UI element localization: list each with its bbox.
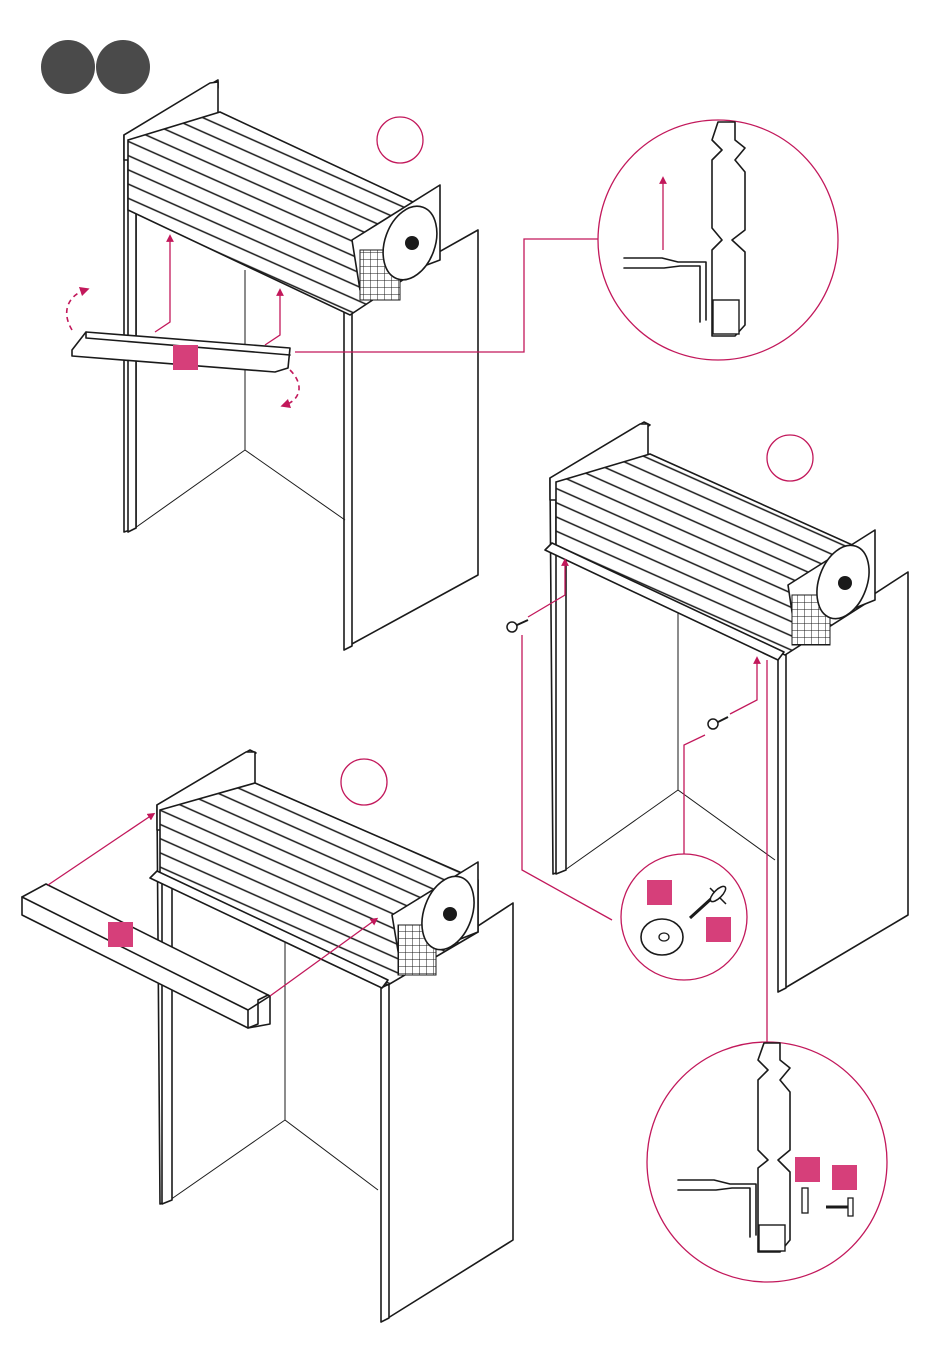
detail-a-rail-slot (713, 300, 739, 334)
cabinet-a-back-edge (245, 270, 345, 520)
marker-washer (647, 880, 672, 905)
step-badge-group (41, 40, 150, 94)
insert-arrow-a1 (155, 238, 170, 332)
cabinet-step-c (150, 750, 513, 1322)
marker-small-screw (832, 1165, 857, 1190)
cabinet-b-right-edge (778, 651, 786, 992)
cabinet-c-right-edge (381, 984, 389, 1322)
insert-arrow-a2 (265, 292, 280, 345)
rotate-arrow-right (285, 370, 299, 405)
pin-icon (802, 1188, 808, 1213)
detail-circle-b (647, 1042, 887, 1282)
cabinet-c-floor-line (170, 1120, 285, 1200)
marker-screw (706, 917, 731, 942)
marker-rail-a (173, 345, 198, 370)
cabinet-c-wheel-hub (443, 907, 457, 921)
marker-front-rail (108, 922, 133, 947)
rotate-arrow-left (67, 290, 85, 330)
step-c-marker-circle (341, 759, 387, 805)
screw-arrow-right (730, 660, 757, 714)
step-badge-1 (41, 40, 95, 94)
washer-hole (659, 933, 669, 941)
cabinet-b-wheel-hub (838, 576, 852, 590)
step-b-marker-circle (767, 435, 813, 481)
step-badge-2 (96, 40, 150, 94)
marker-pin (795, 1157, 820, 1182)
front-rail-arrow-left (48, 815, 152, 885)
parts-circle-hardware (621, 854, 747, 980)
cabinet-b-screw-right (708, 717, 728, 729)
cabinet-b-screw-left (507, 620, 528, 632)
detail-circle-a (598, 120, 838, 360)
cabinet-a-wheel-hub (405, 236, 419, 250)
detail-b-slat-profile (758, 1043, 790, 1252)
cabinet-a-floor-line (135, 450, 245, 528)
parts-leader-left (522, 635, 612, 920)
step-a-marker-circle (377, 117, 423, 163)
detail-b-rail-slot (759, 1225, 785, 1251)
parts-leader-right (684, 735, 705, 855)
